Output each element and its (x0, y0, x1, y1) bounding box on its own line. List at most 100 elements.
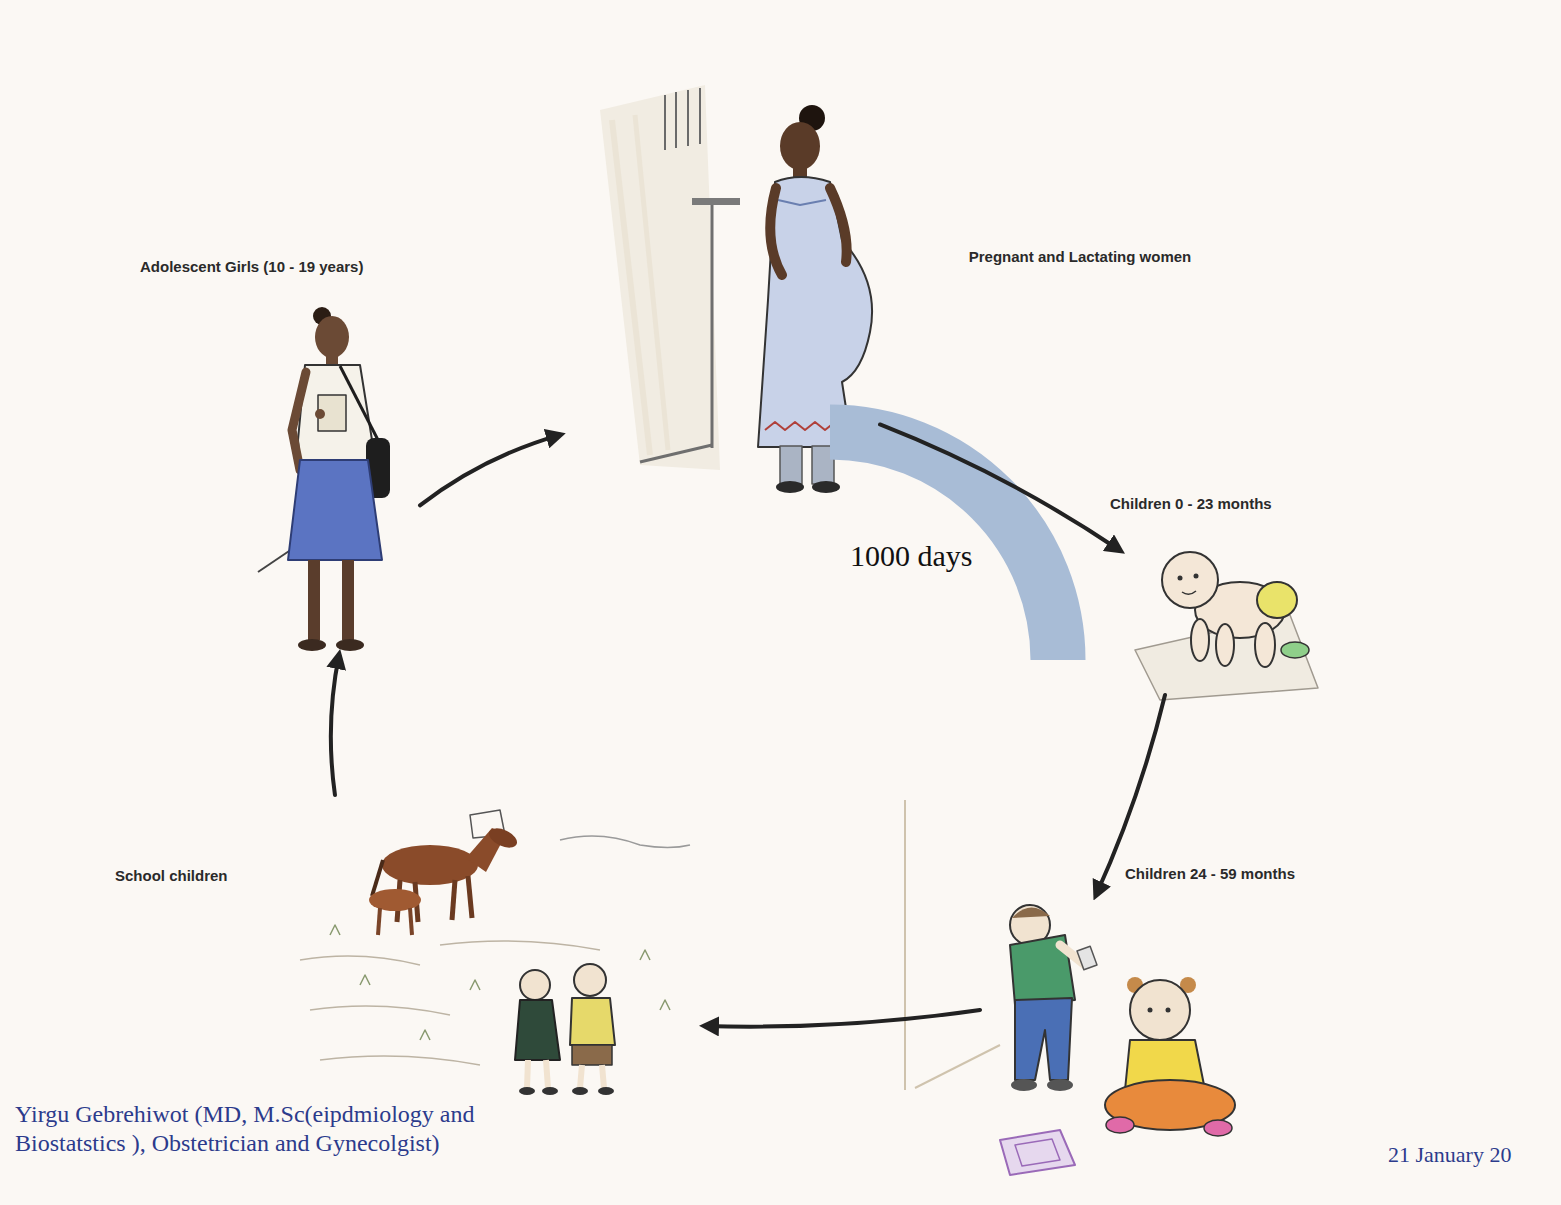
school-children (519, 1087, 535, 1095)
adolescent-girl (308, 560, 320, 640)
school-children (572, 1087, 588, 1095)
stage-label: Adolescent Girls (10 - 19 years) (140, 258, 363, 275)
school-children (300, 810, 690, 1095)
stage-label: School children (115, 867, 228, 884)
door-light (600, 85, 720, 470)
school-children (560, 836, 690, 848)
stage-label: Children 0 - 23 months (1110, 495, 1272, 512)
playing-children (1015, 1139, 1060, 1166)
school-children (382, 845, 478, 885)
playing-children (1204, 1120, 1232, 1136)
school-children (574, 964, 606, 996)
door-light (664, 95, 666, 150)
adolescent-girl (336, 639, 364, 651)
school-children (410, 908, 412, 935)
school-children (520, 970, 550, 1000)
school-children (452, 880, 455, 920)
playing-children (1011, 1079, 1037, 1091)
school-children (546, 1060, 548, 1088)
adolescent-girl (258, 307, 390, 651)
playing-children (1148, 1008, 1153, 1013)
playing-children (1166, 1008, 1171, 1013)
adolescent-girl (292, 372, 306, 470)
crawling-baby (1281, 642, 1309, 658)
school-children (572, 1045, 612, 1065)
door-light (711, 205, 714, 448)
stage-node: Children 0 - 23 months (1120, 525, 1320, 695)
playing-children (1106, 1117, 1134, 1133)
pregnant-woman (830, 188, 847, 262)
adolescent-girl (298, 365, 372, 462)
crawling-baby (1216, 624, 1234, 666)
thousand-days-band (830, 432, 1058, 660)
door-light (699, 88, 701, 144)
cycle-arrow (705, 1010, 980, 1027)
stage-node: Pregnant and Lactating women (560, 80, 880, 495)
crawling-baby (1255, 623, 1275, 667)
adolescent-girl (342, 560, 354, 640)
door-light (687, 90, 689, 146)
school-children (580, 1065, 582, 1088)
pregnant-woman (780, 446, 802, 484)
playing-children (1047, 1079, 1073, 1091)
span-label: 1000 days (850, 538, 973, 574)
adolescent-girl (298, 639, 326, 651)
crawling-baby (1257, 582, 1297, 618)
crawling-baby (1182, 591, 1196, 594)
school-children (542, 1087, 558, 1095)
adolescent-girl (315, 409, 325, 419)
playing-children (904, 800, 906, 1090)
crawling-baby (1135, 552, 1318, 700)
stage-node: Adolescent Girls (10 - 19 years) (240, 290, 420, 655)
crawling-baby (1194, 574, 1199, 579)
playing-children (905, 800, 1235, 1175)
school-children (468, 876, 472, 918)
cycle-arrow (331, 655, 339, 795)
playing-children (1000, 1130, 1075, 1175)
school-children (300, 941, 600, 1065)
cycle-arrow (420, 435, 560, 506)
date-footer: 21 January 20 (1388, 1142, 1511, 1168)
playing-children (1012, 907, 1050, 918)
pregnant-woman (770, 188, 782, 275)
door-light (612, 120, 650, 455)
stage-label: Pregnant and Lactating women (960, 248, 1200, 265)
cycle-arrow (880, 424, 1120, 550)
school-children (570, 998, 615, 1045)
stage-node: School children (285, 795, 705, 1095)
playing-children (1130, 980, 1190, 1040)
pregnant-woman (778, 200, 826, 205)
pregnant-woman (812, 481, 840, 493)
crawling-baby (1178, 576, 1183, 581)
stage-label: Children 24 - 59 months (1125, 865, 1295, 882)
adolescent-girl (315, 316, 349, 358)
playing-children (1015, 998, 1072, 1080)
pregnant-woman (780, 122, 820, 170)
school-children (369, 889, 421, 911)
playing-children (915, 1045, 1000, 1088)
door-light (600, 85, 740, 470)
crawling-baby (1162, 552, 1218, 608)
school-children (486, 824, 520, 851)
school-children (372, 860, 383, 896)
school-children (378, 908, 380, 935)
school-children (527, 1060, 528, 1088)
crawling-baby (1135, 615, 1318, 700)
door-light (692, 198, 740, 205)
school-children (330, 925, 670, 1040)
door-light (635, 115, 668, 450)
school-children (515, 1000, 560, 1060)
adolescent-girl (288, 460, 382, 560)
author-footer: Yirgu Gebrehiwot (MD, M.Sc(eipdmiology a… (15, 1100, 535, 1158)
stage-node: Children 24 - 59 months (980, 895, 1270, 1195)
crawling-baby (1191, 619, 1209, 661)
school-children (602, 1065, 604, 1088)
pregnant-woman (776, 481, 804, 493)
school-children (598, 1087, 614, 1095)
door-light (675, 92, 677, 148)
playing-children (1077, 946, 1097, 970)
door-light (640, 445, 712, 462)
